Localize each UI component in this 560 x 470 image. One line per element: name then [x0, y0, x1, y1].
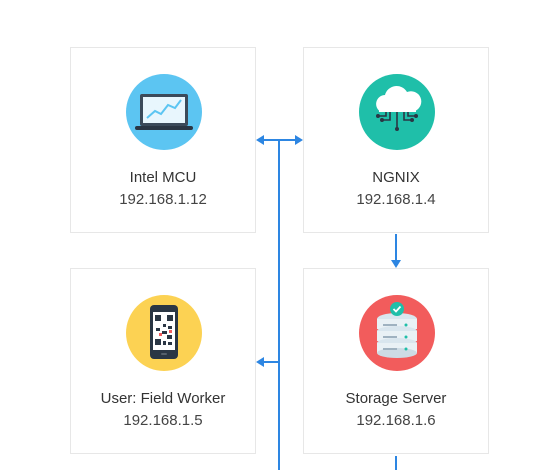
node-ip: 192.168.1.12	[119, 191, 207, 208]
node-ip: 192.168.1.5	[123, 412, 203, 429]
node-card-nginx[interactable]: NGNIX 192.168.1.4	[303, 47, 489, 233]
cloud-network-icon	[359, 74, 435, 150]
node-title: User: Field Worker	[100, 390, 226, 407]
node-card-field-worker[interactable]: User: Field Worker 192.168.1.5	[70, 268, 256, 454]
arrow-right-nginx	[295, 135, 303, 145]
arrow-left-intel	[256, 135, 264, 145]
laptop-chart-icon	[126, 74, 202, 150]
node-title: Storage Server	[345, 390, 447, 407]
arrow-left-field-worker	[256, 357, 264, 367]
node-card-intel-mcu[interactable]: Intel MCU 192.168.1.12	[70, 47, 256, 233]
node-title: Intel MCU	[129, 169, 197, 186]
phone-qr-icon	[126, 295, 202, 371]
database-server-icon	[359, 295, 435, 371]
node-title: NGNIX	[372, 169, 420, 186]
arrow-down-storage	[391, 260, 401, 268]
node-ip: 192.168.1.6	[356, 412, 436, 429]
node-ip: 192.168.1.4	[356, 191, 436, 208]
node-card-storage-server[interactable]: Storage Server 192.168.1.6	[303, 268, 489, 454]
